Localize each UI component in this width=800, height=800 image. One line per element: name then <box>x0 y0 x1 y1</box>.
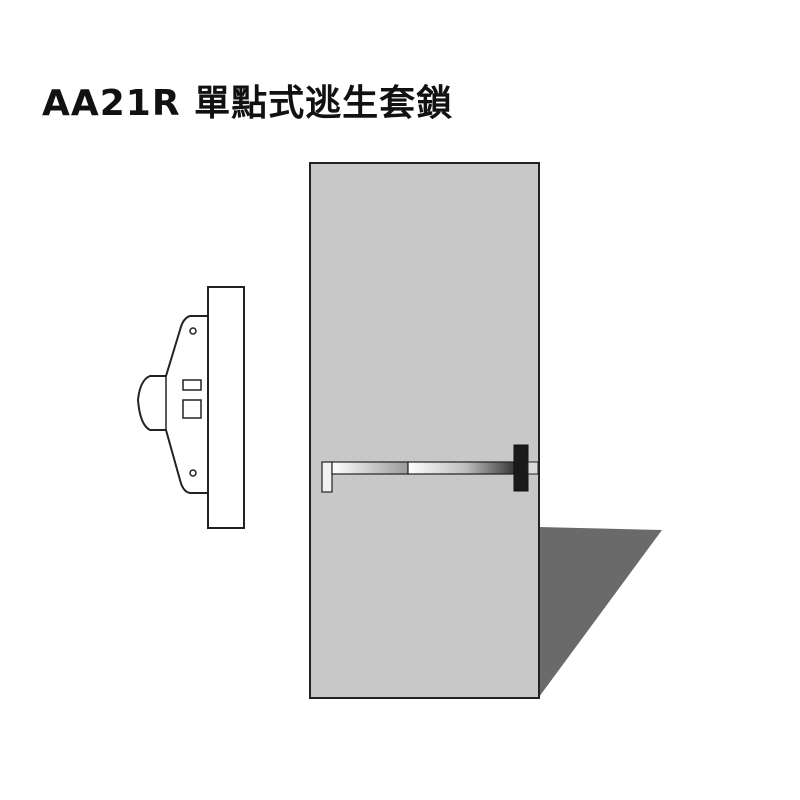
push-bar-latch-head <box>513 444 529 492</box>
lock-back-plate <box>207 286 245 529</box>
door-shadow <box>539 527 662 697</box>
push-bar-segment-left <box>331 461 409 475</box>
door-panel <box>309 162 540 699</box>
lock-body <box>137 315 209 494</box>
lock-side-view <box>137 286 245 529</box>
lock-window-large <box>182 399 202 419</box>
push-bar-segment-right <box>407 461 515 475</box>
push-bar-left-cap <box>321 461 333 493</box>
lock-window-small <box>182 379 202 391</box>
screw-hole-top <box>189 327 197 335</box>
screw-hole-bottom <box>189 469 197 477</box>
push-bar-latch-bolt <box>527 461 539 475</box>
push-bar <box>321 444 539 493</box>
product-title: AA21R 單點式逃生套鎖 <box>42 83 454 124</box>
